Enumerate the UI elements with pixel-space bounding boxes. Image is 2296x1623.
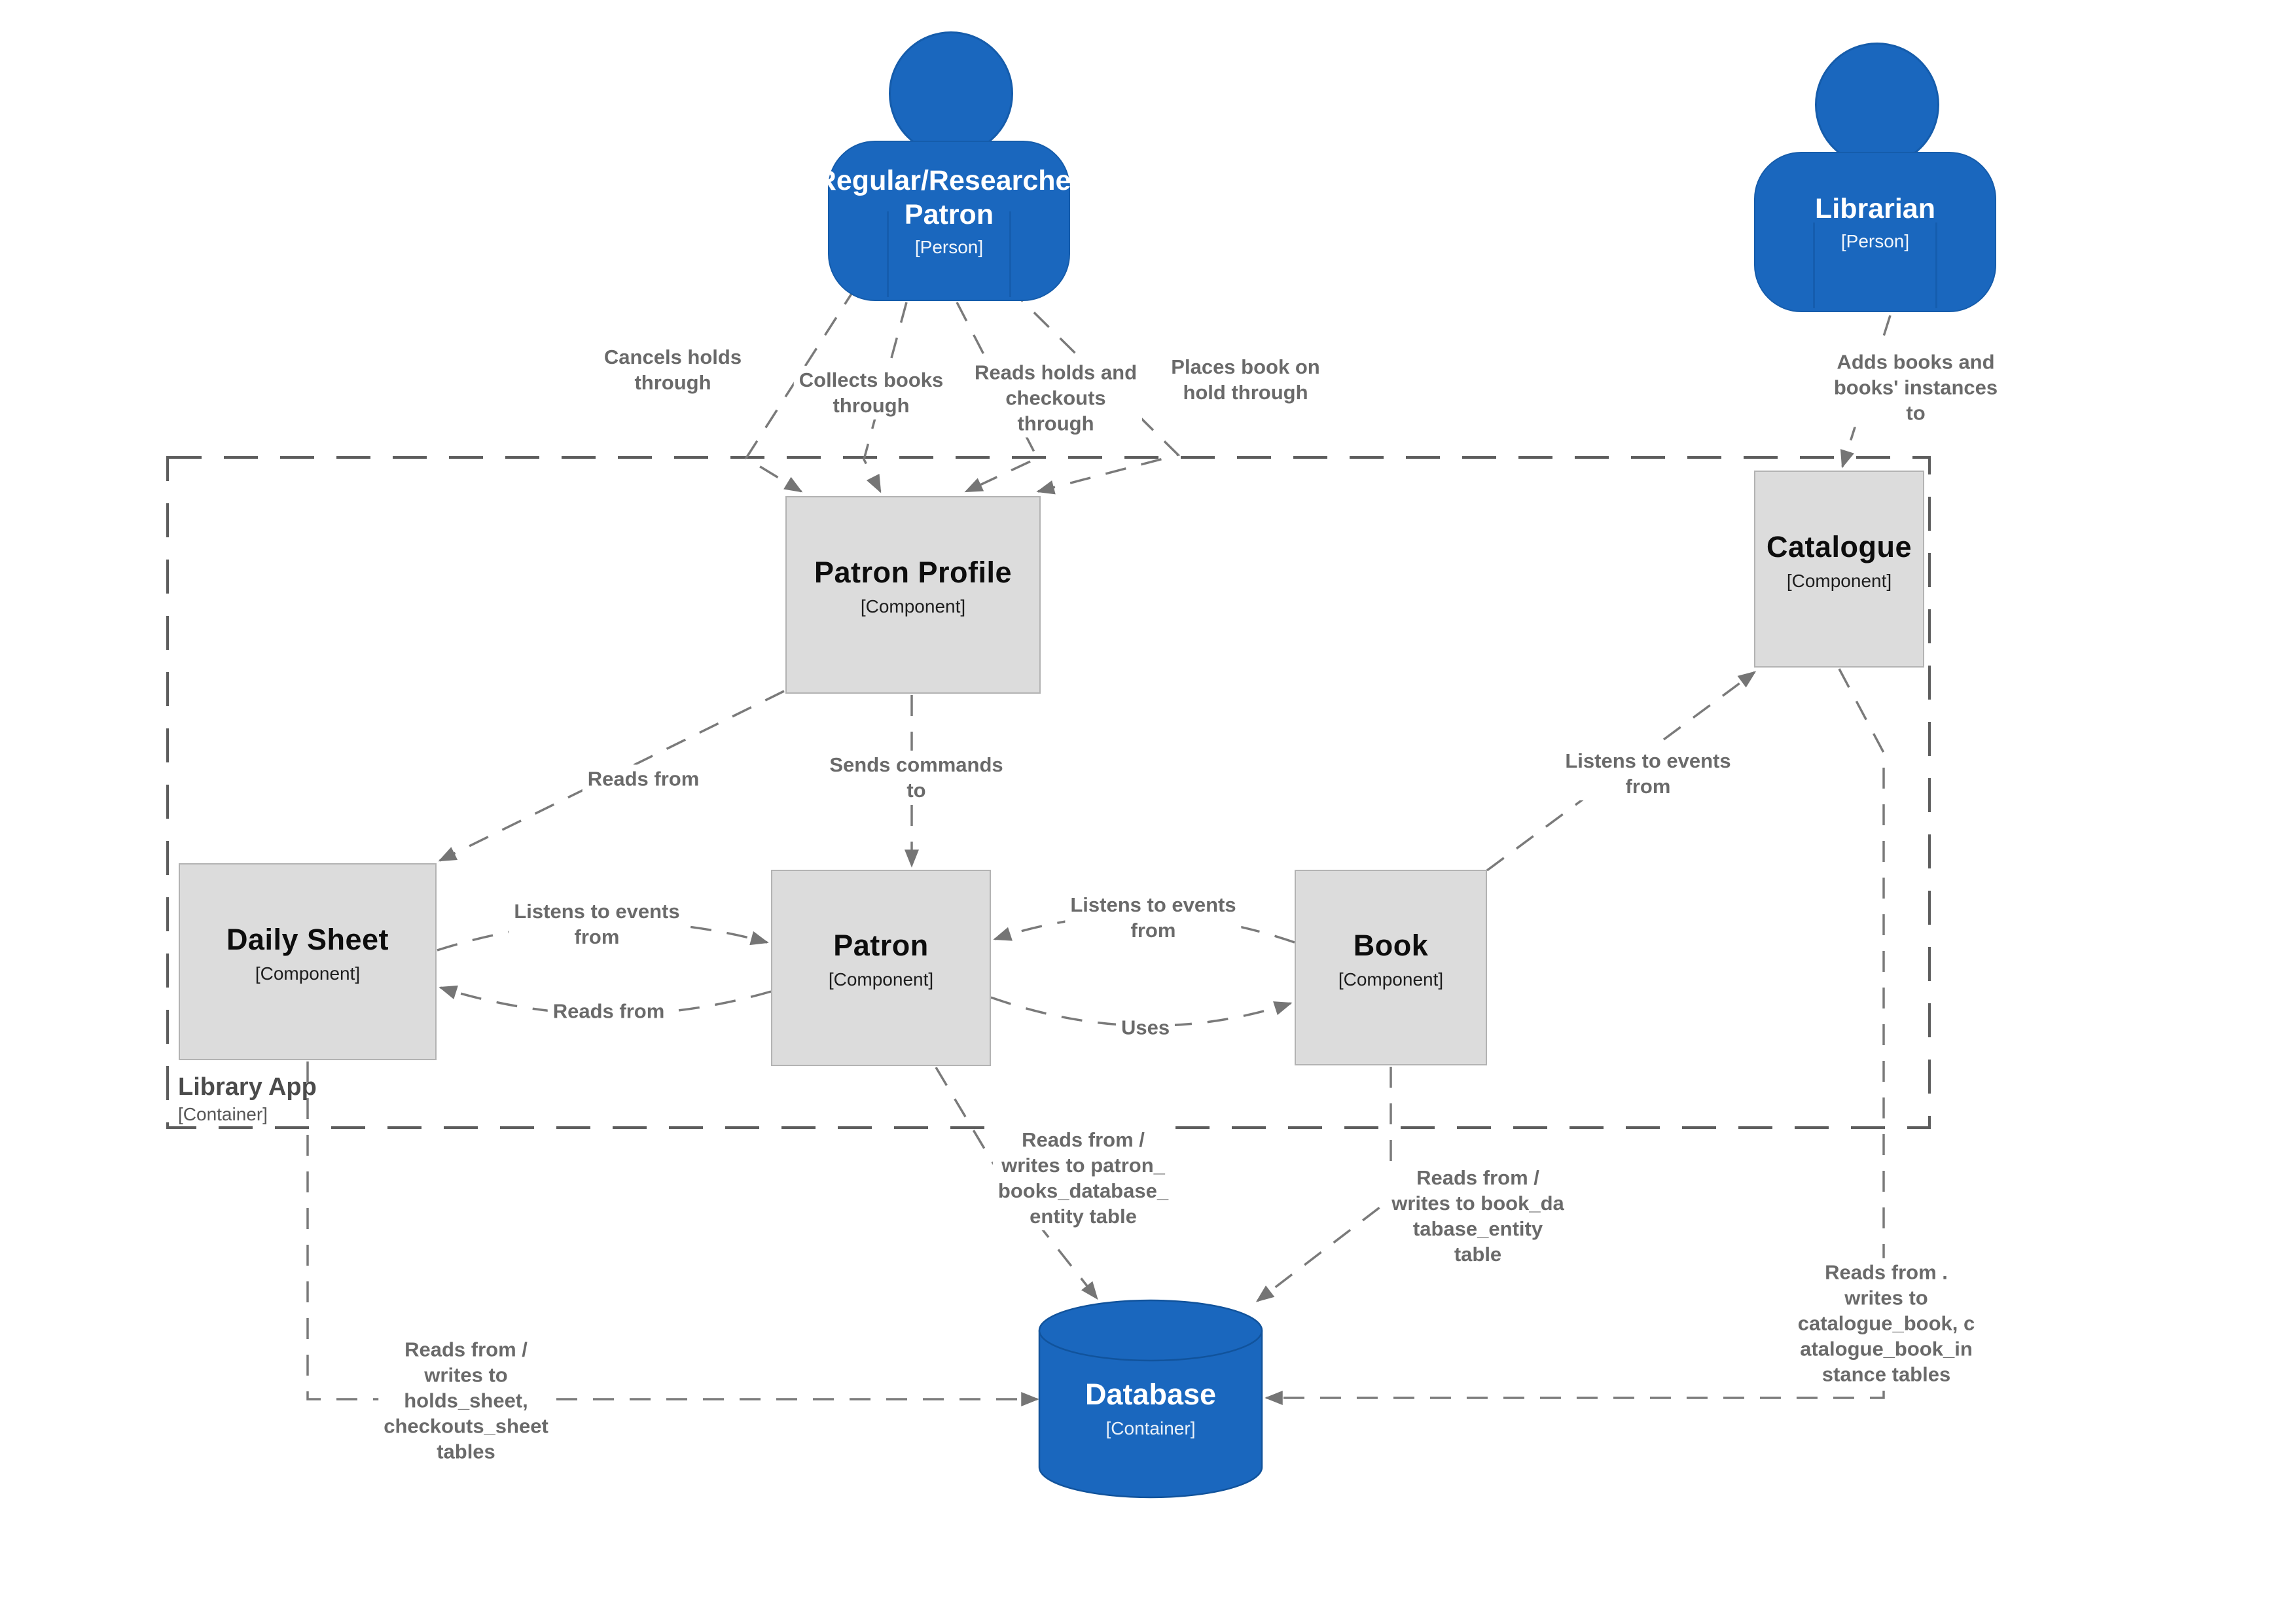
component-title: Book <box>1353 928 1429 962</box>
edge-collects-books <box>863 302 908 493</box>
component-type: [Component] <box>1338 969 1444 990</box>
person-head-icon <box>889 31 1013 156</box>
library-app-boundary <box>166 456 1931 1129</box>
edge-label-cancels-holds: Cancels holds through <box>598 342 747 397</box>
database-label: Database [Container] <box>1085 1378 1216 1439</box>
edge-reads-holds-checkouts <box>956 302 1039 493</box>
component-type: [Component] <box>1786 570 1892 591</box>
actor-title: Regular/Researcher Patron <box>816 164 1083 230</box>
person-arm-line <box>1812 223 1815 308</box>
component-title: Catalogue <box>1766 529 1912 563</box>
person-arm-line <box>1009 211 1012 297</box>
component-title: Daily Sheet <box>226 922 389 956</box>
component-type: [Component] <box>828 969 934 990</box>
actor-type: [Person] <box>914 237 984 258</box>
component-title: Patron Profile <box>814 556 1013 589</box>
edge-sheet-listens <box>437 921 769 952</box>
edge-label-sends-commands: Sends commands to <box>824 750 1009 805</box>
actor-type: [Person] <box>1840 231 1910 252</box>
edge-label-book-listens-patron: Listens to events from <box>1065 890 1242 945</box>
database-cylinder <box>1038 1299 1263 1499</box>
component-daily-sheet: Daily Sheet [Component] <box>179 863 437 1060</box>
component-book: Book [Component] <box>1295 870 1487 1065</box>
person-body: Regular/Researcher Patron [Person] <box>816 141 1082 301</box>
edge-label-collects-books: Collects books through <box>793 365 949 420</box>
edge-label-reads-holds-checkouts: Reads holds and checkouts through <box>969 358 1143 438</box>
edge-label-catalogue-db: Reads from . writes to catalogue_book, c… <box>1792 1258 1981 1389</box>
edge-label-places-book-on-hold: Places book on hold through <box>1166 352 1325 407</box>
edge-book-db <box>1255 1067 1392 1302</box>
edge-daily-sheet-db <box>306 1061 1039 1406</box>
database-title: Database <box>1085 1378 1217 1411</box>
actor-title: Librarian <box>1815 192 1935 224</box>
edge-label-profile-reads-from: Reads from <box>582 764 705 793</box>
edge-label-book-db: Reads from / writes to book_da tabase_en… <box>1386 1163 1570 1269</box>
boundary-title: Library App <box>178 1073 317 1101</box>
boundary-type: [Container] <box>178 1104 268 1124</box>
edge-label-book-listens-catalogue: Listens to events from <box>1560 746 1736 801</box>
edge-label-daily-sheet-db: Reads from / writes to holds_sheet, chec… <box>378 1335 554 1466</box>
edge-places-book-on-hold <box>1007 285 1181 495</box>
component-type: [Component] <box>860 596 966 616</box>
person-body: Librarian [Person] <box>1754 152 1996 312</box>
component-type: [Component] <box>255 963 361 984</box>
person-arm-line <box>1935 223 1938 308</box>
edge-label-uses: Uses <box>1115 1013 1175 1042</box>
edge-label-patron-db: Reads from / writes to patron_ books_dat… <box>992 1125 1174 1231</box>
component-catalogue: Catalogue [Component] <box>1754 471 1924 668</box>
edge-label-sheet-reads-from: Reads from <box>547 997 670 1026</box>
edge-cancels-holds <box>744 286 857 493</box>
edge-label-sheet-listens: Listens to events from <box>509 897 685 952</box>
component-patron-profile: Patron Profile [Component] <box>785 496 1041 694</box>
edge-label-adds-books: Adds books and books' instances to <box>1828 348 2003 427</box>
person-head-icon <box>1815 43 1939 167</box>
person-arm-line <box>886 211 889 297</box>
component-patron: Patron [Component] <box>771 870 991 1066</box>
edge-catalogue-db <box>1265 668 1885 1405</box>
database-type: [Container] <box>1105 1418 1196 1438</box>
edge-sheet-reads-from <box>439 985 772 1016</box>
component-title: Patron <box>833 929 929 962</box>
library-app-boundary-label: Library App [Container] <box>178 1073 317 1125</box>
